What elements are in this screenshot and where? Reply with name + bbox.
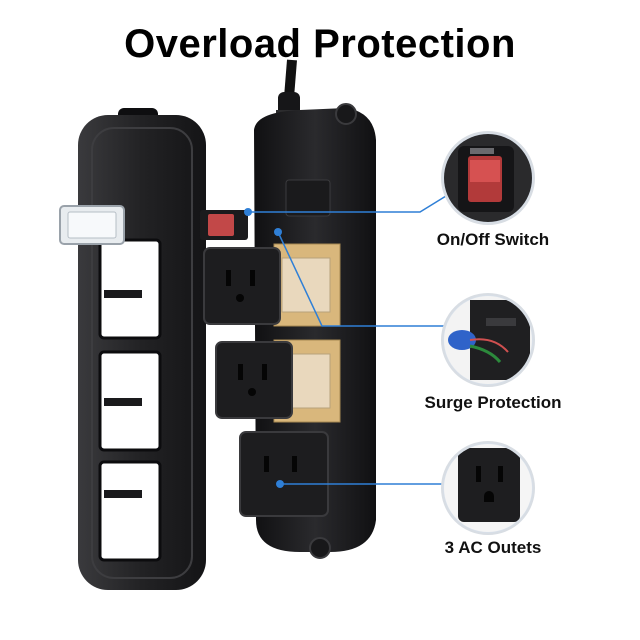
pointer-dot-outlet	[276, 480, 284, 488]
outlet-1	[203, 247, 281, 325]
rocker-switch-icon	[441, 131, 535, 225]
pointer-dot-surge	[274, 228, 282, 236]
callout-label-switch: On/Off Switch	[436, 230, 550, 249]
callout-label-surge: Surge Protection	[424, 393, 562, 412]
surge-component-icon	[441, 293, 535, 387]
pointer-dot-switch	[244, 208, 252, 216]
outlet-2	[215, 341, 293, 419]
callout-label-outlets: 3 AC Outets	[444, 538, 542, 557]
page-title: Overload Protection	[124, 22, 516, 66]
callout-pointers	[248, 195, 447, 485]
ac-outlet-icon	[441, 441, 535, 535]
outlet-3	[239, 431, 329, 517]
front-cover	[59, 108, 206, 590]
strip-base	[200, 103, 376, 559]
